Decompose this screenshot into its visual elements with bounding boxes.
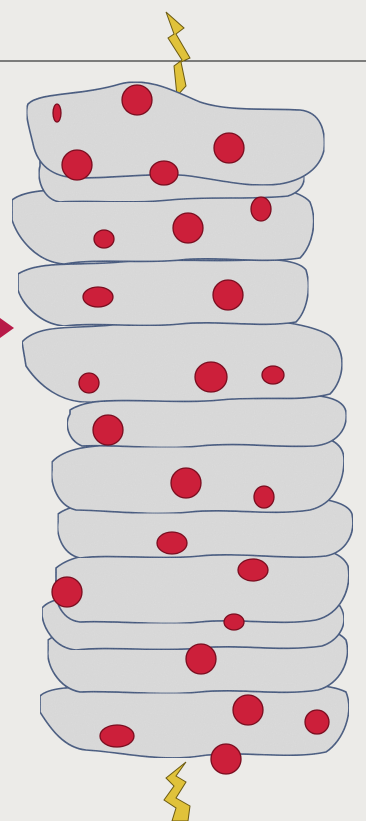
cell-9 xyxy=(55,548,349,624)
nucleus-12 xyxy=(262,366,284,384)
nucleus-18 xyxy=(238,559,268,581)
nucleus-9 xyxy=(213,280,243,310)
nucleus-1 xyxy=(53,104,61,122)
nucleus-23 xyxy=(305,710,329,734)
cell-5 xyxy=(22,317,342,402)
nucleus-24 xyxy=(100,725,134,747)
nucleus-11 xyxy=(195,362,227,392)
nucleus-14 xyxy=(93,415,123,445)
nucleus-3 xyxy=(214,133,244,163)
nucleus-6 xyxy=(251,197,271,221)
cell-4 xyxy=(18,259,308,326)
nucleus-17 xyxy=(157,532,187,554)
nucleus-21 xyxy=(186,644,216,674)
nucleus-4 xyxy=(62,150,92,180)
nucleus-20 xyxy=(224,614,244,630)
nucleus-2 xyxy=(122,85,152,115)
nucleus-8 xyxy=(94,230,114,248)
nucleus-19 xyxy=(52,577,82,607)
cell-12 xyxy=(40,684,349,757)
nucleus-15 xyxy=(171,468,201,498)
nucleus-22 xyxy=(233,695,263,725)
nucleus-13 xyxy=(79,373,99,393)
nucleus-16 xyxy=(254,486,274,508)
nucleus-5 xyxy=(150,161,178,185)
nucleus-10 xyxy=(83,287,113,307)
nucleus-7 xyxy=(173,213,203,243)
nucleus-25 xyxy=(211,744,241,774)
